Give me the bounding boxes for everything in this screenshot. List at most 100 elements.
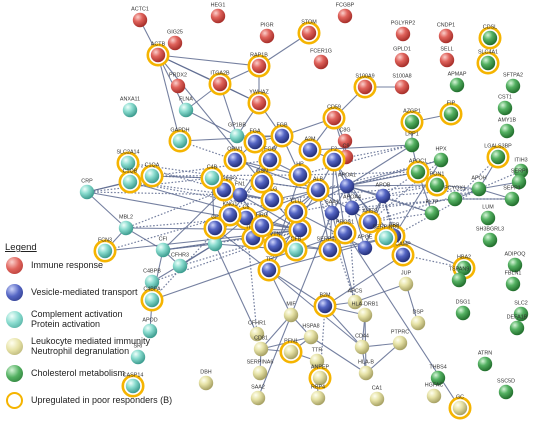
node-ssc5d[interactable]: SSC5D bbox=[497, 379, 515, 400]
node-prdx2[interactable]: PRDX2 bbox=[169, 73, 187, 94]
node-serpina6[interactable]: SERPINA6 bbox=[247, 360, 274, 381]
node-apoa1[interactable]: APOA1 bbox=[338, 173, 356, 194]
node-thbs4[interactable]: THBS4 bbox=[429, 365, 447, 386]
node-atrn[interactable]: ATRN bbox=[477, 351, 492, 372]
node-cfb[interactable]: CFB bbox=[284, 237, 308, 262]
node-c4b[interactable]: C4B bbox=[200, 165, 224, 190]
node-serpina1[interactable]: SERPINA1 bbox=[317, 237, 344, 262]
node-amy1b[interactable]: AMY1B bbox=[498, 118, 517, 139]
node-kng1[interactable]: KNG1 bbox=[218, 202, 242, 227]
node-fcer1g[interactable]: FCER1G bbox=[310, 49, 332, 70]
node-mif[interactable]: MIF bbox=[283, 302, 299, 323]
node-fcgbp[interactable]: FCGBP bbox=[336, 3, 355, 24]
node-ptprc[interactable]: PTPRC bbox=[391, 330, 409, 351]
node-lrp1[interactable]: LRP1 bbox=[404, 132, 420, 153]
node-hp[interactable]: HP bbox=[288, 162, 312, 187]
node-pcyox1[interactable]: PCYOX1 bbox=[444, 186, 466, 207]
node-lgals3bp[interactable]: LGALS3BP bbox=[484, 144, 512, 169]
node-apoh[interactable]: APOH bbox=[471, 176, 487, 197]
node-fip[interactable]: FIP bbox=[439, 101, 463, 126]
node-pfn1[interactable]: PFN1 bbox=[279, 339, 303, 364]
node-c1qa[interactable]: C1QA bbox=[140, 163, 164, 188]
node-pon1[interactable]: PON1 bbox=[425, 172, 449, 197]
node-sell[interactable]: SELL bbox=[439, 47, 455, 68]
node-rbp4[interactable]: RBP4 bbox=[310, 385, 326, 406]
node-vtn[interactable]: VTN bbox=[263, 232, 287, 257]
node-hspa8[interactable]: HSPA8 bbox=[302, 324, 320, 345]
node-ca1[interactable]: CA1 bbox=[369, 386, 385, 407]
node-hla-b[interactable]: HLA-B bbox=[358, 360, 374, 381]
node-clu[interactable]: CLU bbox=[284, 199, 308, 224]
node-apmap[interactable]: APMAP bbox=[448, 72, 467, 93]
node-ttr[interactable]: TTR bbox=[309, 348, 325, 369]
node-apcs[interactable]: APCS bbox=[348, 289, 363, 310]
node-stom[interactable]: STOM bbox=[297, 20, 321, 45]
node-cst1[interactable]: CST1 bbox=[497, 95, 513, 116]
node-cfhr3[interactable]: CFHR3 bbox=[171, 253, 189, 274]
node-flna[interactable]: FLNA bbox=[178, 97, 193, 118]
node-apoe[interactable]: APOE bbox=[358, 235, 373, 256]
node-dsp[interactable]: DSP bbox=[410, 310, 426, 331]
node-casp14[interactable]: CASP14 bbox=[121, 373, 145, 398]
node-cp[interactable]: CP bbox=[203, 215, 227, 240]
node-apob[interactable]: APOB bbox=[376, 183, 391, 204]
node-apoa4[interactable]: APOA4 bbox=[343, 195, 361, 216]
node-sri[interactable]: SRI bbox=[130, 344, 146, 365]
node-c4bpb[interactable]: C4BPB bbox=[143, 269, 161, 290]
node-sepp1[interactable]: SEPP1 bbox=[503, 186, 521, 207]
node-slc2[interactable]: SLC2 bbox=[513, 301, 529, 322]
node-saa2[interactable]: SAA2 bbox=[250, 385, 266, 406]
node-slc4a1[interactable]: SLC4A1 bbox=[476, 50, 500, 75]
node-crp[interactable]: CRP bbox=[79, 179, 95, 200]
node-cfhr1[interactable]: CFHR1 bbox=[248, 321, 266, 342]
node-saa1[interactable]: SAA1 bbox=[324, 200, 340, 221]
node-itga2b[interactable]: ITGA2B bbox=[208, 71, 232, 96]
node-itih3[interactable]: ITIH3 bbox=[513, 158, 529, 179]
node-hpx[interactable]: HPX bbox=[433, 147, 449, 168]
node-plg[interactable]: PLG bbox=[260, 187, 284, 212]
node-fcn3[interactable]: FCN3 bbox=[93, 238, 117, 263]
node-f2[interactable]: F2 bbox=[322, 147, 346, 172]
node-ahsg[interactable]: AHSG bbox=[358, 209, 382, 234]
node-pros1[interactable]: PROS1 bbox=[333, 220, 357, 245]
node-tf[interactable]: TF bbox=[257, 257, 281, 282]
node-serpind1[interactable]: SERPIND1 bbox=[373, 225, 400, 250]
node-apoc1[interactable]: APOC1 bbox=[406, 159, 430, 184]
node-fbln1[interactable]: FBLN1 bbox=[505, 271, 522, 292]
node-defa1b[interactable]: DEFA1B bbox=[507, 315, 528, 336]
node-jup[interactable]: JUP bbox=[398, 271, 414, 292]
node-a2m[interactable]: A2M bbox=[298, 137, 322, 162]
node-cdsl[interactable]: CDSL bbox=[478, 25, 502, 50]
node-ywhaz[interactable]: YWHAZ bbox=[247, 90, 271, 115]
node-dsg1[interactable]: DSG1 bbox=[456, 300, 471, 321]
node-adipoq[interactable]: ADIPOQ bbox=[505, 252, 526, 273]
node-s100a8[interactable]: S100A8 bbox=[392, 74, 412, 95]
node-s100a9[interactable]: S100A9 bbox=[353, 74, 377, 99]
node-anpep[interactable]: ANPEP bbox=[308, 365, 332, 390]
node-gig25[interactable]: GIG25 bbox=[167, 30, 183, 51]
node-gapdh[interactable]: GAPDH bbox=[168, 128, 192, 153]
node-gsn[interactable]: GSN bbox=[250, 169, 274, 194]
node-hla-drb1[interactable]: HLA-DRB1 bbox=[352, 302, 379, 323]
node-fgb[interactable]: FGB bbox=[270, 123, 294, 148]
node-fn1[interactable]: FN1 bbox=[232, 182, 248, 203]
node-cd44[interactable]: CD44 bbox=[354, 334, 370, 355]
node-pltp[interactable]: PLTP bbox=[424, 200, 440, 221]
node-c8g[interactable]: C8G bbox=[337, 128, 353, 149]
node-rap1b[interactable]: RAP1B bbox=[247, 53, 271, 78]
node-hgfac[interactable]: HGFAC bbox=[425, 383, 444, 404]
node-gpld1[interactable]: GPLD1 bbox=[393, 47, 411, 68]
node-sftpa2[interactable]: SFTPA2 bbox=[503, 73, 523, 94]
node-dbh[interactable]: DBH bbox=[198, 370, 214, 391]
node-azgp1[interactable]: AZGP1 bbox=[400, 109, 424, 134]
node-serpi[interactable]: SERPI bbox=[511, 169, 527, 190]
node-actc1[interactable]: ACTC1 bbox=[131, 7, 149, 28]
node-apod[interactable]: APOD bbox=[142, 318, 158, 339]
node-c1qb[interactable]: C1QB bbox=[118, 169, 142, 194]
node-gc[interactable]: GC bbox=[448, 395, 472, 420]
node-cfi[interactable]: CFI bbox=[155, 237, 171, 258]
node-tspan9[interactable]: TSPAN9 bbox=[449, 267, 470, 288]
node-gp1bb[interactable]: GP1BB bbox=[228, 123, 246, 144]
node-alb[interactable]: ALB bbox=[306, 177, 330, 202]
node-b2m[interactable]: B2M bbox=[313, 293, 337, 318]
